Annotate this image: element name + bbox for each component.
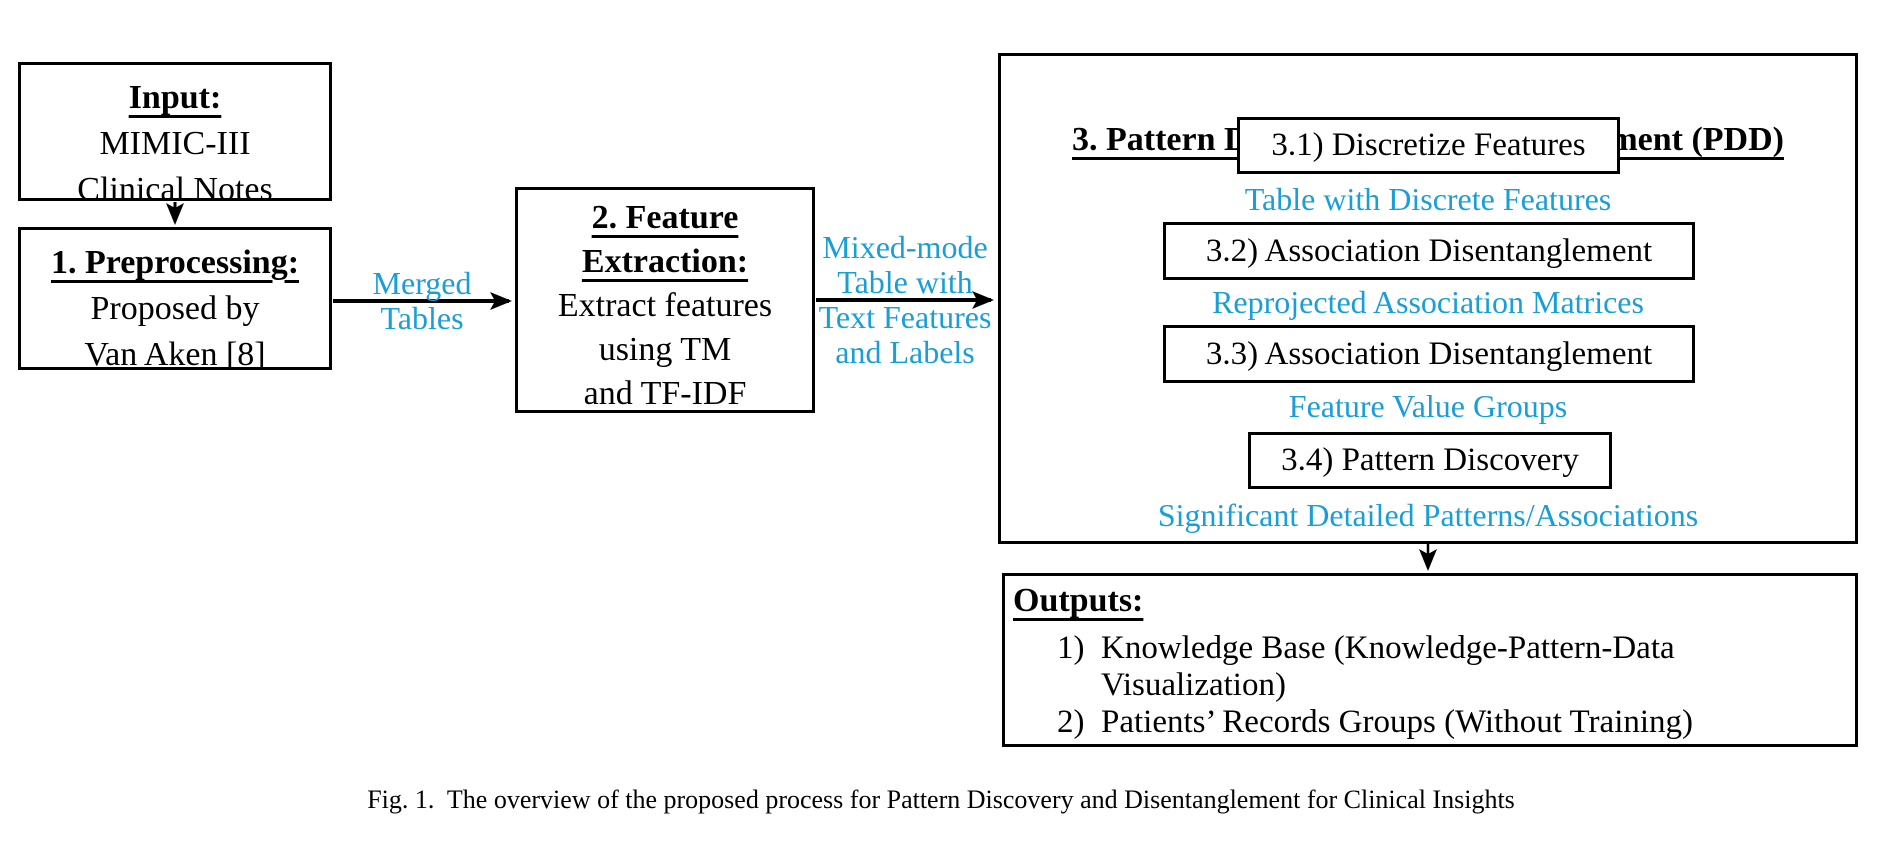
outputs-item-1: 1) Knowledge Base (Knowledge-Pattern-Dat… [1057,630,1845,704]
pdd-step-2-label: 3.2) Association Disentanglement [1205,232,1653,269]
feature-extraction-title-line1: 2. Feature [591,199,739,236]
feature-extraction-line3: and TF-IDF [583,375,747,412]
outputs-item-1-text: Knowledge Base (Knowledge-Pattern-Data V… [1101,630,1675,703]
pdd-step-1-output-label: Table with Discrete Features [1244,181,1612,217]
feature-extraction-title-line2: Extraction: [581,243,749,280]
edge-label-merged-tables: Merged Tables [372,265,472,336]
feature-extraction-line2: using TM [598,331,732,368]
preprocessing-box-line2: Van Aken [8] [84,336,266,373]
pdd-step-3-label: 3.3) Association Disentanglement [1205,335,1653,372]
feature-extraction-line1: Extract features [557,287,773,324]
pdd-step-3-output-label: Feature Value Groups [1288,388,1568,424]
input-box-title: Input: [128,79,222,116]
input-box-line2: Clinical Notes [77,171,273,208]
feature-extraction-box: 2. Feature Extraction: Extract features … [515,187,815,413]
outputs-box: Outputs: 1) Knowledge Base (Knowledge-Pa… [1002,573,1858,747]
outputs-title: Outputs: [1013,582,1144,619]
outputs-item-2: 2) Patients’ Records Groups (Without Tra… [1057,704,1845,741]
pdd-step-1-box: 3.1) Discretize Features [1237,117,1620,174]
input-box-line1: MIMIC-III [99,125,251,162]
preprocessing-box: 1. Preprocessing: Proposed by Van Aken [… [18,227,332,373]
outputs-item-2-text: Patients’ Records Groups (Without Traini… [1101,704,1694,740]
pdd-step-3-box: 3.3) Association Disentanglement [1163,325,1695,383]
pdd-step-4-output-label: Significant Detailed Patterns/Associatio… [1157,497,1699,533]
outputs-item-1-number: 1) [1057,630,1085,666]
edge-label-mixed-mode: Mixed-mode Table with Text Features and … [818,229,992,370]
preprocessing-box-title: 1. Preprocessing: [50,244,300,281]
input-box: Input: MIMIC-III Clinical Notes [18,62,332,208]
preprocessing-box-line1: Proposed by [90,290,260,327]
outputs-item-2-number: 2) [1057,704,1085,740]
pdd-step-4-label: 3.4) Pattern Discovery [1281,442,1579,478]
figure-caption: Fig. 1. The overview of the proposed pro… [367,785,1515,814]
pdd-step-2-box: 3.2) Association Disentanglement [1163,222,1695,280]
outputs-list: 1) Knowledge Base (Knowledge-Pattern-Dat… [1057,630,1845,741]
pdd-step-1-label: 3.1) Discretize Features [1271,127,1586,163]
pdd-step-4-box: 3.4) Pattern Discovery [1248,432,1612,489]
pdd-step-2-output-label: Reprojected Association Matrices [1212,284,1644,320]
